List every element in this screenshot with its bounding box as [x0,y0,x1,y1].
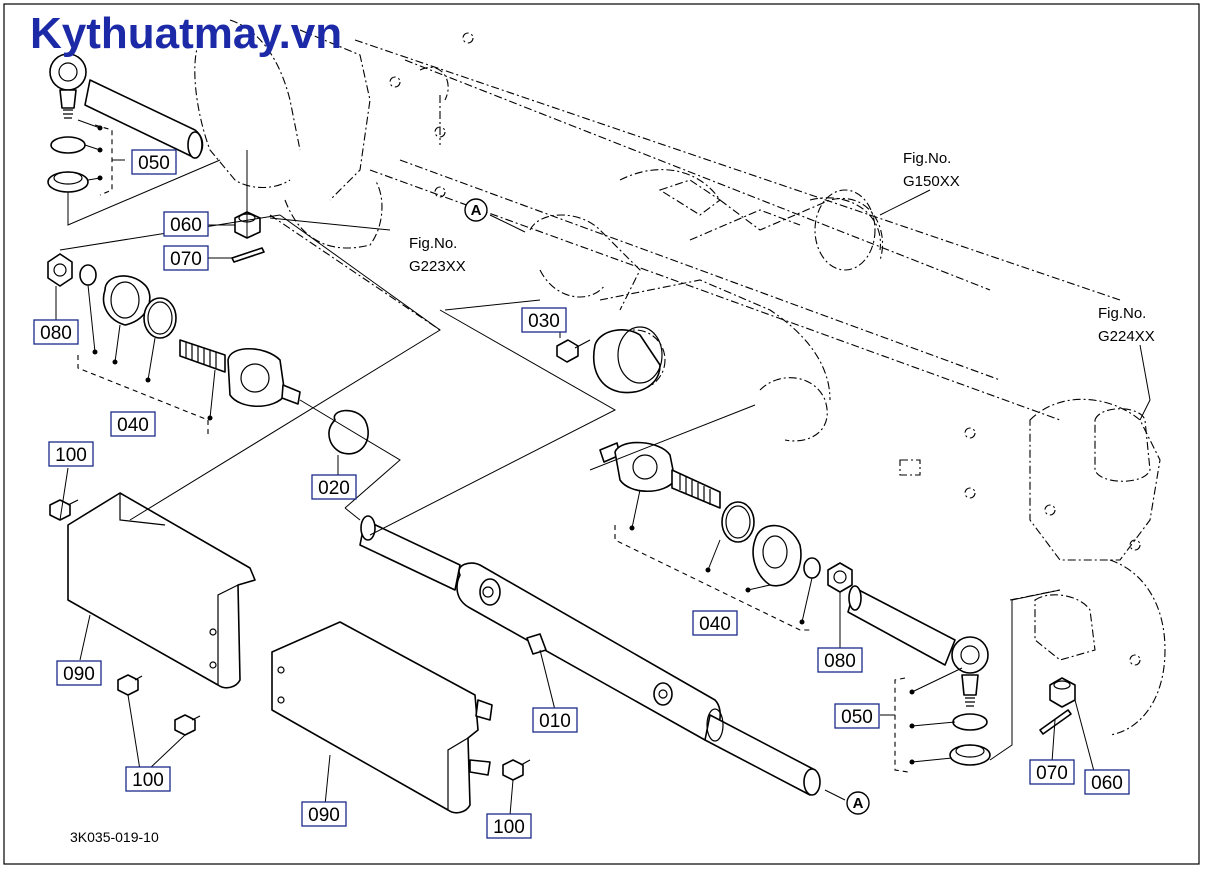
svg-text:G224XX: G224XX [1098,328,1155,345]
svg-text:030: 030 [528,311,560,332]
callout-020[interactable]: 020 [311,474,357,500]
callout-050-right[interactable]: 050 [834,703,880,729]
fig-ref-g224: Fig.No. G224XX [1098,305,1155,345]
svg-text:010: 010 [539,711,571,732]
connection-marker-a-top: A [464,198,488,222]
callout-080-right[interactable]: 080 [817,647,863,673]
inner-tie-rod-right [599,441,853,593]
svg-text:080: 080 [40,323,72,344]
callout-090-right[interactable]: 090 [301,801,347,827]
svg-text:070: 070 [170,249,202,270]
callout-040-left[interactable]: 040 [110,411,156,437]
svg-text:070: 070 [1036,763,1068,784]
callout-100-middle[interactable]: 100 [125,766,171,792]
svg-text:A: A [853,795,864,812]
connection-marker-a-bottom: A [846,791,870,815]
tie-rod-end-left [47,53,204,193]
cover-bolts [49,499,531,781]
svg-text:080: 080 [824,651,856,672]
axle-flange-ring [593,189,876,394]
callout-100-top[interactable]: 100 [48,441,94,467]
axle-housing [194,19,1166,736]
callout-010[interactable]: 010 [532,707,578,733]
callout-060-right[interactable]: 060 [1084,769,1130,795]
svg-text:100: 100 [132,770,164,791]
svg-text:G223XX: G223XX [409,258,466,275]
svg-text:Fig.No.: Fig.No. [409,235,457,252]
svg-text:020: 020 [318,478,350,499]
cylinder-cover-left [67,492,256,689]
watermark-logo: Kythuatmay.vn [30,9,342,58]
svg-text:060: 060 [170,215,202,236]
svg-text:050: 050 [138,153,170,174]
svg-text:Fig.No.: Fig.No. [903,150,951,167]
drawing-frame [3,3,1200,865]
svg-text:050: 050 [841,707,873,728]
drawing-code: 3K035-019-10 [70,829,159,845]
svg-text:040: 040 [117,415,149,436]
svg-text:A: A [471,202,482,219]
svg-text:090: 090 [63,664,95,685]
fig-ref-g223: Fig.No. G223XX [409,235,466,275]
steering-cylinder [359,515,821,796]
leader-lines [55,119,1151,816]
callout-080-left[interactable]: 080 [33,319,79,345]
callout-100-bottom[interactable]: 100 [486,813,532,839]
callout-070-right[interactable]: 070 [1029,759,1075,785]
bolt-030 [556,339,591,363]
svg-text:Fig.No.: Fig.No. [1098,305,1146,322]
svg-text:G150XX: G150XX [903,173,960,190]
svg-text:100: 100 [55,445,87,466]
castle-nut-right [1039,677,1076,735]
svg-text:060: 060 [1091,773,1123,794]
callout-060-left[interactable]: 060 [163,211,209,237]
callout-070-left[interactable]: 070 [163,245,209,271]
svg-text:100: 100 [493,817,525,838]
svg-text:040: 040 [699,614,731,635]
callout-090-left[interactable]: 090 [56,660,102,686]
castle-nut-left [231,211,265,263]
callout-050-left[interactable]: 050 [131,149,177,175]
fig-ref-g150: Fig.No. G150XX [903,150,960,190]
cylinder-cover-right [271,621,493,814]
callout-040-right[interactable]: 040 [692,610,738,636]
svg-text:090: 090 [308,805,340,826]
tie-rod-end-right [847,585,991,766]
inner-tie-rod-left [47,253,369,455]
callout-030[interactable]: 030 [521,307,567,333]
